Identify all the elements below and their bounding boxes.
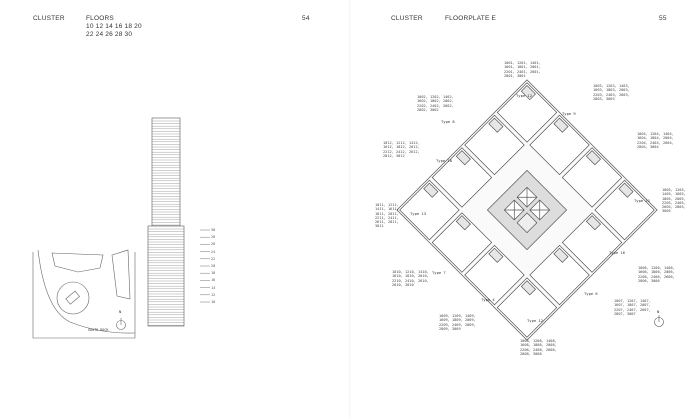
floors-heading: FLOORS (86, 15, 114, 22)
type-label: Type 12 (527, 318, 544, 323)
north-arrow-right (654, 315, 664, 327)
type-label: Type 6 (584, 291, 598, 296)
floor-label: 22 (211, 256, 216, 261)
unit-label: 1012, 1212, 1412, 1612, 1812, 2012, 2212… (383, 141, 420, 158)
unit-label: 1009, 1209, 1409, 1609, 1809, 2009, 2209… (439, 314, 476, 331)
type-label: Type 7 (432, 270, 446, 275)
book-spine (349, 0, 351, 418)
site-label: SOUTH DOCK (88, 328, 109, 332)
type-label: Type 8 (441, 119, 455, 124)
unit-label: 1010, 1210, 1410, 1610, 1810, 2010, 2210… (392, 270, 429, 287)
floor-label: 24 (211, 249, 216, 254)
type-label: Type 4 (481, 297, 495, 302)
floor-label: 30 (211, 228, 216, 232)
tower-elevation (147, 117, 210, 327)
unit-label: 1003, 1203, 1403, 1603, 1803, 2003, 2203… (593, 84, 630, 101)
type-label: Type 12 (516, 93, 533, 98)
type-label: Type 11 (634, 198, 651, 203)
page-number-left: 54 (302, 15, 310, 22)
section-label-left: CLUSTER (33, 15, 65, 22)
north-label-right: N (657, 309, 660, 314)
unit-label: 1008, 1208, 1408, 1608, 1808, 2008, 2208… (520, 339, 557, 356)
type-label: Type 10 (436, 158, 453, 163)
unit-label: 1006, 1206, 1406, 1606, 1806, 2006, 2206… (638, 266, 675, 283)
floor-label: 28 (211, 235, 216, 240)
floors-list-1: 10 12 14 16 18 20 (86, 23, 142, 30)
floorplate-e (396, 79, 658, 341)
floor-label: 18 (211, 271, 216, 276)
floor-label: 16 (211, 278, 216, 283)
floor-label: 20 (211, 264, 216, 268)
unit-label: 1004, 1204, 1404, 1604, 1804, 2004, 2204… (637, 132, 674, 149)
site-plan (32, 249, 136, 339)
floorplate-heading: FLOORPLATE E (445, 15, 497, 22)
floor-label: 14 (211, 285, 216, 290)
section-label-right: CLUSTER (391, 15, 423, 22)
unit-label: 1005, 1205, 1405, 1605, 1805, 2005, 2205… (662, 188, 686, 214)
unit-label: 1011, 1211, 1411, 1611, 1811, 2011, 2211… (375, 203, 399, 229)
type-label: Type 13 (410, 211, 427, 216)
unit-label: 1001, 1201, 1401, 1601, 1801, 2001, 2201… (504, 61, 541, 78)
type-label: Type 9 (562, 111, 576, 116)
floor-label: 10 (211, 300, 216, 304)
type-label: Type 16 (609, 250, 626, 255)
page-number-right: 55 (659, 15, 667, 22)
north-label-left: N (119, 309, 122, 314)
unit-label: 1002, 1202, 1402, 1602, 1802, 2002, 2202… (417, 95, 454, 112)
unit-label: 1007, 1207, 1407, 1607, 1807, 2007, 2207… (614, 299, 651, 316)
floor-label: 26 (211, 242, 216, 247)
floors-list-2: 22 24 26 28 30 (86, 31, 133, 38)
floor-label: 12 (211, 292, 216, 297)
